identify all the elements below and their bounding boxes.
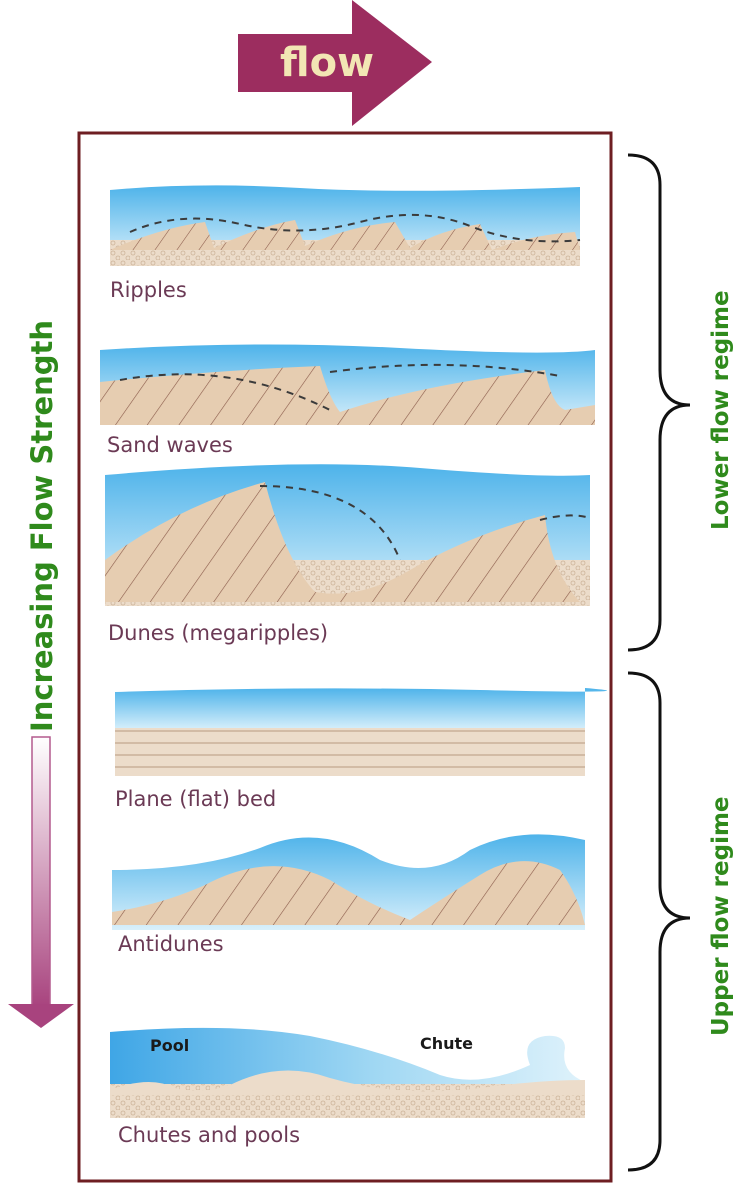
panel-plane-bed: Plane (flat) bed	[115, 688, 608, 811]
ripples-label: Ripples	[110, 278, 187, 302]
plane-bed-label: Plane (flat) bed	[115, 787, 276, 811]
ripples-dashed-line	[129, 213, 581, 243]
flow-arrow-icon	[238, 0, 432, 126]
panel-chutes-pools: Pool Chute Chutes and pools	[110, 1027, 585, 1147]
upper-regime-label: Upper flow regime	[708, 796, 734, 1036]
upper-brace-icon	[627, 671, 691, 1172]
panel-antidunes: Antidunes	[112, 834, 585, 956]
strength-label: Increasing Flow Strength	[25, 320, 59, 732]
lower-brace-icon	[627, 153, 691, 652]
dunes-bedforms	[105, 482, 580, 602]
antidunes-bedforms	[112, 861, 585, 925]
panel-ripples: Ripples	[110, 185, 581, 302]
pool-label: Pool	[150, 1036, 189, 1055]
sand-waves-bedforms	[100, 366, 595, 425]
lower-regime-label: Lower flow regime	[708, 290, 734, 530]
strength-arrow-head-icon	[8, 1004, 74, 1028]
lower-regime-brace: Lower flow regime	[627, 153, 734, 652]
flow-label: flow	[280, 40, 374, 86]
chutes-pools-water	[110, 1027, 585, 1100]
sand-waves-dashed-line	[119, 363, 561, 411]
chute-label: Chute	[420, 1034, 473, 1053]
ripples-bedforms	[110, 220, 580, 250]
chutes-pools-label: Chutes and pools	[118, 1123, 300, 1147]
plane-bed-water	[115, 688, 608, 730]
sand-waves-label: Sand waves	[107, 433, 233, 457]
plane-bed-layers	[115, 728, 585, 776]
dunes-label: Dunes (megaripples)	[108, 621, 328, 645]
upper-regime-brace: Upper flow regime	[627, 671, 734, 1172]
strength-arrow-shaft	[31, 736, 51, 1008]
antidunes-label: Antidunes	[118, 932, 224, 956]
panel-frame	[77, 131, 613, 1183]
chutes-pools-bed	[110, 1070, 585, 1095]
panel-sand-waves: Sand waves	[100, 344, 595, 457]
panel-dunes: Dunes (megaripples)	[105, 464, 591, 645]
strength-arrow: Increasing Flow Strength	[8, 320, 74, 1028]
flow-arrow: flow	[238, 0, 432, 126]
dunes-dashed-line	[259, 485, 591, 561]
